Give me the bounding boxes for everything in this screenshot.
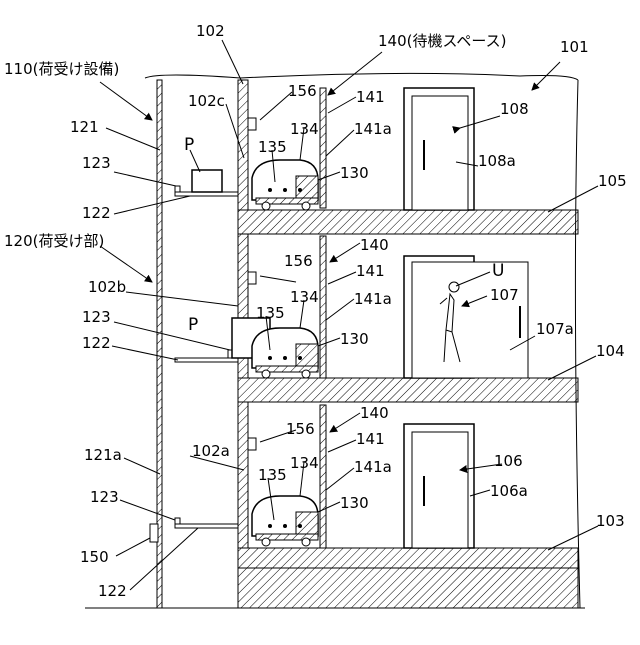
label-140-mid: 140 xyxy=(360,236,389,254)
robot-130-mid xyxy=(252,328,318,378)
label-130-mid: 130 xyxy=(340,330,369,348)
label-107: 107 xyxy=(490,286,519,304)
floor-slab-103 xyxy=(238,548,578,568)
label-123-bot: 123 xyxy=(90,488,119,506)
label-107a: 107a xyxy=(536,320,574,338)
label-120: 120(荷受け部) xyxy=(4,232,104,250)
shelf-bot xyxy=(175,518,238,528)
label-135-top: 135 xyxy=(258,138,287,156)
floor-slab-105 xyxy=(238,210,578,234)
label-102a: 102a xyxy=(192,442,230,460)
floor-slab-104 xyxy=(238,378,578,402)
sensor-156-bot xyxy=(248,438,256,450)
label-130-top: 130 xyxy=(340,164,369,182)
label-134-mid: 134 xyxy=(290,288,319,306)
label-135-bot: 135 xyxy=(258,466,287,484)
label-156-bot: 156 xyxy=(286,420,315,438)
shelf-mid xyxy=(175,350,238,362)
label-p-top: P xyxy=(184,135,194,155)
door-106 xyxy=(404,424,474,548)
label-141a-bot: 141a xyxy=(354,458,392,476)
label-121: 121 xyxy=(70,118,99,136)
label-140-top: 140(待機スペース) xyxy=(378,32,507,50)
label-134-bot: 134 xyxy=(290,454,319,472)
label-141-mid: 141 xyxy=(356,262,385,280)
label-104: 104 xyxy=(596,342,625,360)
label-108: 108 xyxy=(500,100,529,118)
label-122-mid: 122 xyxy=(82,334,111,352)
sensor-156-top xyxy=(248,118,256,130)
label-122-bot: 122 xyxy=(98,582,127,600)
label-101: 101 xyxy=(560,38,589,56)
label-103: 103 xyxy=(596,512,625,530)
door-108 xyxy=(404,88,474,210)
label-150: 150 xyxy=(80,548,109,566)
label-106: 106 xyxy=(494,452,523,470)
label-p-mid: P xyxy=(188,315,198,335)
standby-partition-2 xyxy=(320,236,326,378)
label-102b: 102b xyxy=(88,278,126,296)
label-102c: 102c xyxy=(188,92,225,110)
standby-partition-3 xyxy=(320,405,326,548)
sensor-156-mid xyxy=(248,272,256,284)
robot-130-top xyxy=(252,160,318,210)
label-141a-mid: 141a xyxy=(354,290,392,308)
label-141-bot: 141 xyxy=(356,430,385,448)
label-141a-top: 141a xyxy=(354,120,392,138)
label-122-top: 122 xyxy=(82,204,111,222)
label-106a: 106a xyxy=(490,482,528,500)
label-134-top: 134 xyxy=(290,120,319,138)
label-130-bot: 130 xyxy=(340,494,369,512)
label-110: 110(荷受け設備) xyxy=(4,60,119,78)
label-141-top: 141 xyxy=(356,88,385,106)
label-102: 102 xyxy=(196,22,225,40)
package-p-top xyxy=(192,170,222,192)
foundation xyxy=(238,568,578,608)
robot-130-bot xyxy=(252,496,318,546)
label-140-bot: 140 xyxy=(360,404,389,422)
label-u: U xyxy=(492,261,504,281)
label-123-top: 123 xyxy=(82,154,111,172)
label-135-mid: 135 xyxy=(256,304,285,322)
label-108a: 108a xyxy=(478,152,516,170)
right-edge xyxy=(575,80,580,608)
label-156-mid: 156 xyxy=(284,252,313,270)
door-107 xyxy=(404,256,528,378)
device-150 xyxy=(150,524,158,542)
standby-partition xyxy=(320,88,326,208)
label-156-top: 156 xyxy=(288,82,317,100)
label-121a: 121a xyxy=(84,446,122,464)
label-105: 105 xyxy=(598,172,627,190)
label-123-mid: 123 xyxy=(82,308,111,326)
roof-line xyxy=(145,73,578,80)
